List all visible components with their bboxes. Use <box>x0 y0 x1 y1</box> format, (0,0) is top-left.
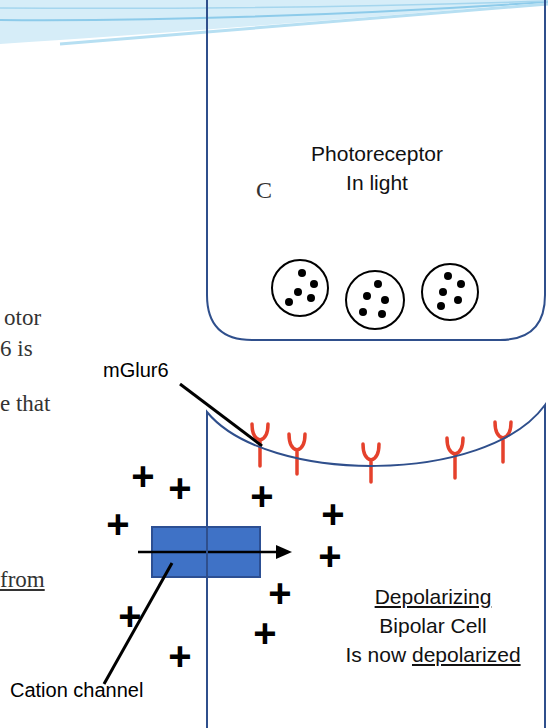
header-swoosh-line <box>60 4 548 44</box>
cation-symbol: + <box>168 468 191 508</box>
glutamate-dot <box>381 296 389 304</box>
header-swoosh-line <box>0 1 548 8</box>
cell-outline <box>207 400 545 728</box>
word: Bipolar <box>379 614 444 637</box>
glutamate-dot <box>454 296 462 304</box>
cation-symbol: + <box>131 456 154 496</box>
glutamate-dot <box>457 280 465 288</box>
cell-membrane <box>207 405 545 728</box>
cell-outline <box>207 0 545 340</box>
arrow-head <box>276 545 292 559</box>
glutamate-dot <box>378 310 386 318</box>
word: In <box>346 171 364 194</box>
cation-symbol: + <box>118 596 141 636</box>
glutamate-dot <box>307 294 315 302</box>
leader-line <box>104 563 172 684</box>
cation-symbol: + <box>250 476 273 516</box>
glutamate-dot <box>359 308 367 316</box>
slide-text-fragment: 6 is <box>0 337 33 360</box>
bipolar-cell: Depolarizing Bipolar Cell Is now depolar… <box>207 400 545 728</box>
photoreceptor-cell: Photoreceptor In light <box>207 0 545 340</box>
word: depolarized <box>412 643 521 666</box>
cation-symbol: + <box>106 504 129 544</box>
glutamate-dot <box>363 292 371 300</box>
glutamate-dot <box>439 288 447 296</box>
vesicle <box>422 264 478 320</box>
cation-symbol: + <box>268 573 291 613</box>
receptor-symbol <box>363 444 379 482</box>
cation-symbol: + <box>253 613 276 653</box>
word: now <box>368 643 407 666</box>
slide-text-fragment: otor <box>4 306 41 329</box>
cation-symbol: + <box>168 636 191 676</box>
part-name: mGlur6 <box>103 360 169 380</box>
word: light <box>369 171 408 194</box>
glutamate-dot <box>437 302 445 310</box>
part-name: Cation channel <box>10 680 143 700</box>
cell-label: Depolarizing Bipolar Cell Is now depolar… <box>293 582 560 669</box>
receptor-symbol <box>289 434 305 474</box>
vesicle <box>346 271 404 329</box>
ion-flow-arrow <box>138 551 280 554</box>
glutamate-dot <box>294 288 302 296</box>
glutamate-dot <box>374 280 382 288</box>
cation-symbol: + <box>318 536 341 576</box>
vesicle <box>272 260 328 316</box>
cell-label: Photoreceptor In light <box>247 139 507 197</box>
leader-line <box>180 384 262 446</box>
word: Depolarizing <box>375 585 492 608</box>
vesicles <box>272 260 478 329</box>
header-swoosh <box>0 0 548 44</box>
word: Photoreceptor <box>311 142 443 165</box>
glutamate-dot <box>444 272 452 280</box>
cation-symbol: + <box>321 494 344 534</box>
glutamate-dot <box>298 269 306 277</box>
glutamate-dot <box>310 280 318 288</box>
neurotransmitter-dots <box>285 269 465 318</box>
word: Is <box>345 643 361 666</box>
cell-membrane <box>207 0 545 340</box>
glutamate-dot <box>285 298 293 306</box>
slide-text-fragment: C <box>256 178 272 202</box>
slide-text-fragment: from <box>0 568 45 591</box>
word: Cell <box>451 614 487 637</box>
slide-text-fragment: e that <box>0 392 50 415</box>
